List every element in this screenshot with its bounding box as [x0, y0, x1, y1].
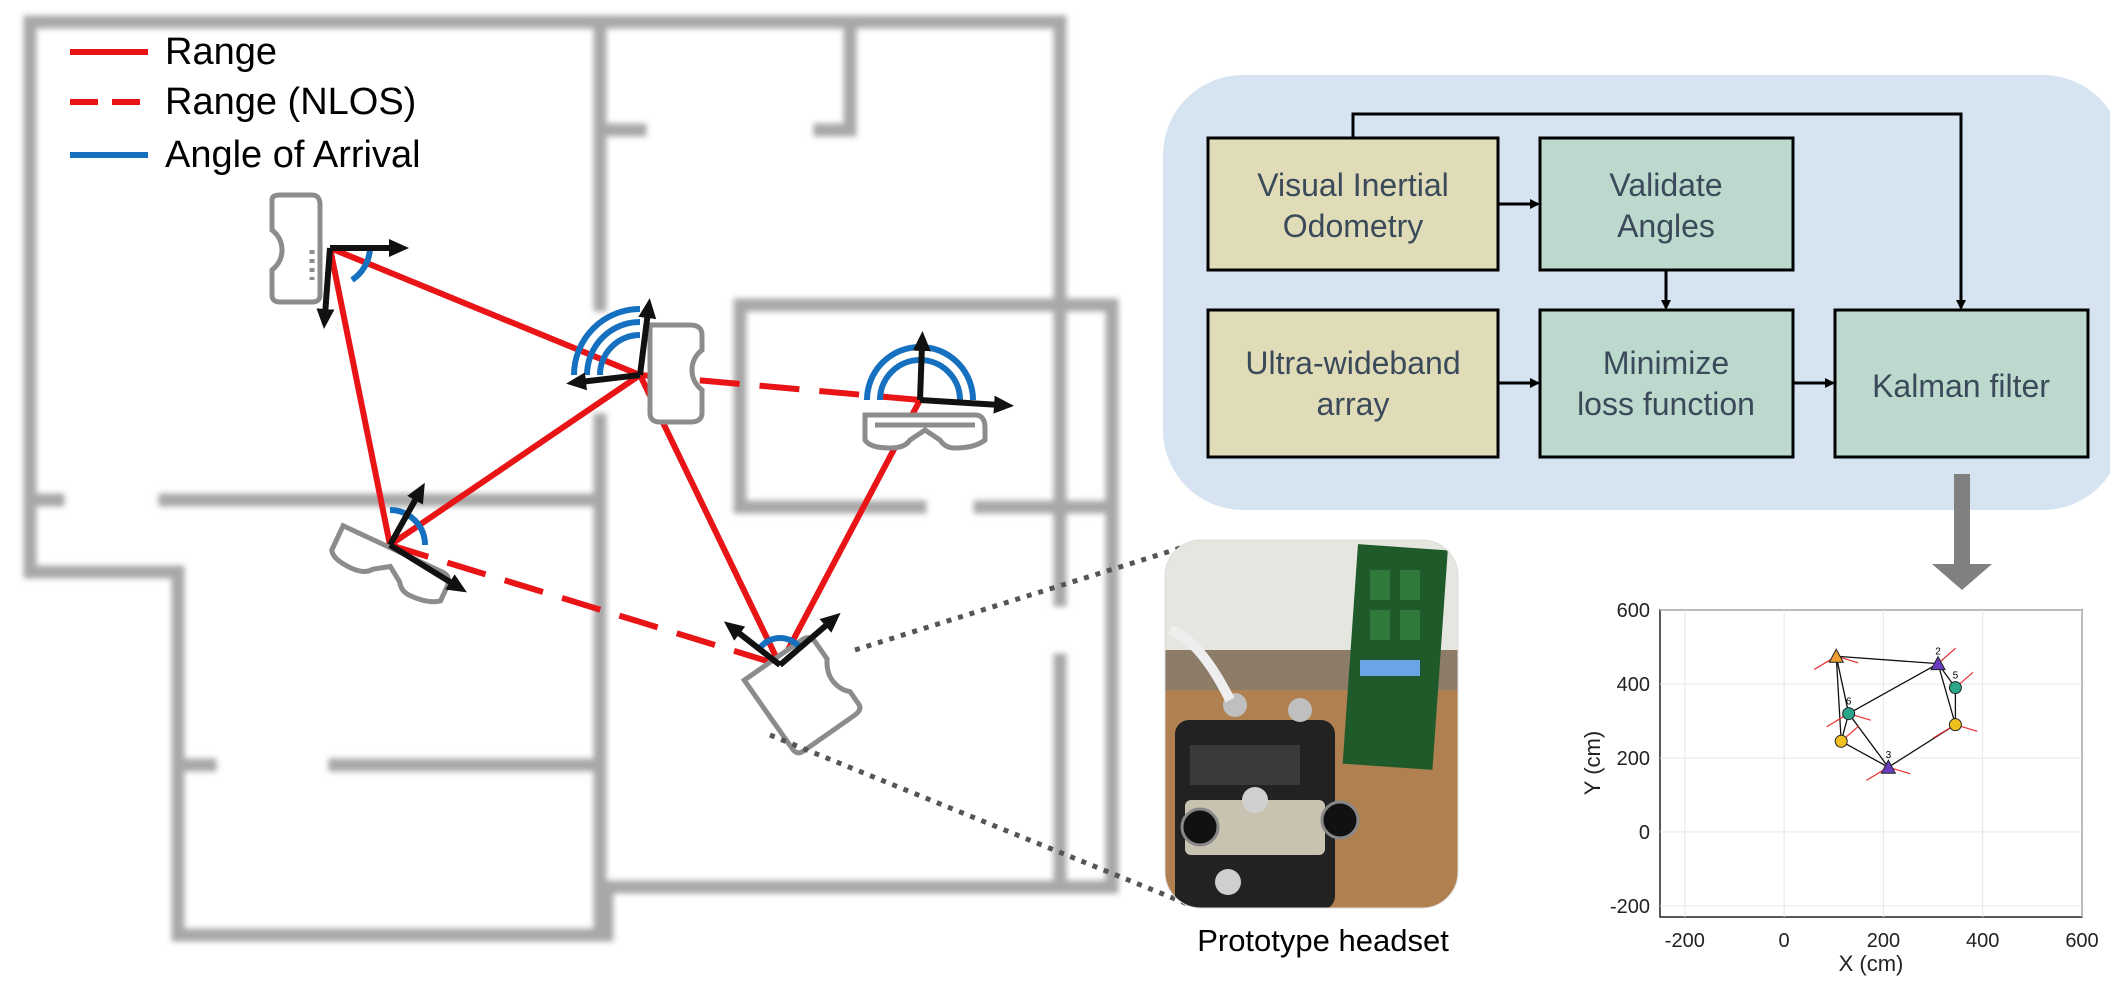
aoa-arcs	[350, 247, 976, 650]
plot-edge	[1937, 663, 1957, 725]
pipeline-arrows	[1351, 112, 1966, 388]
block-vio-line1: Visual Inertial	[1257, 167, 1449, 203]
block-vio-line2: Odometry	[1283, 208, 1423, 244]
x-tick-label: 200	[1867, 930, 1900, 952]
plot-node-anchor	[1930, 655, 1946, 671]
plot-node-headset	[1948, 681, 1962, 695]
x-tick-label: -200	[1665, 930, 1705, 952]
prototype-photo	[1165, 540, 1458, 908]
block-minimize-line2: loss function	[1577, 386, 1755, 422]
zoom-lines	[769, 542, 1191, 908]
x-tick-label: 400	[1966, 930, 1999, 952]
range-nlos-line	[639, 372, 921, 403]
block-validate	[1538, 136, 1795, 272]
floor-plan	[23, 15, 1119, 942]
block-minimize	[1538, 308, 1795, 459]
block-uwb-line2: array	[1317, 386, 1390, 422]
plot-edge	[1848, 663, 1939, 715]
block-uwb-line1: Ultra-wideband	[1245, 345, 1460, 381]
legend-aoa-label: Angle of Arrival	[165, 134, 421, 176]
x-tick-label: 600	[2065, 930, 2098, 952]
block-uwb	[1206, 308, 1500, 459]
plot-frame	[1659, 609, 2083, 918]
plot-nodes: 2 3 5 6	[1828, 647, 1962, 774]
plot-node-anchor	[1828, 648, 1845, 663]
pipeline-diagram: Visual Inertial Odometry Validate Angles…	[1163, 75, 2110, 510]
plot-node-headset	[1842, 707, 1856, 721]
legend-range-label: Range	[165, 31, 277, 73]
photo-frame	[1164, 539, 1459, 909]
legend: Range Range (NLOS) Angle of Arrival	[70, 31, 421, 176]
block-vio	[1206, 136, 1500, 272]
plot-node-headset	[1948, 718, 1962, 732]
headset-icon	[647, 322, 705, 425]
y-tick-label: 400	[1617, 674, 1650, 696]
plot-node-anchor	[1880, 759, 1897, 774]
range-line	[388, 372, 642, 548]
plot-edge	[1835, 656, 1842, 742]
plot-node-headset	[1834, 734, 1848, 748]
plot-node-label: 2	[1935, 647, 1941, 658]
plot-edge	[1848, 713, 1889, 768]
headset-icon	[269, 192, 323, 305]
block-kalman	[1833, 308, 2090, 459]
plot-xlabel: X (cm)	[1839, 951, 1904, 976]
block-validate-line1: Validate	[1609, 167, 1722, 203]
plot-node-label: 5	[1953, 671, 1959, 682]
range-nlos-line	[389, 542, 781, 668]
y-tick-label: 600	[1617, 600, 1650, 622]
y-tick-label: 0	[1639, 822, 1650, 844]
plot-edge	[1835, 656, 1850, 714]
plot-edge	[1836, 655, 1939, 665]
x-tick-label: 0	[1779, 930, 1790, 952]
y-tick-label: 200	[1617, 748, 1650, 770]
plot-ylabel: Y (cm)	[1580, 731, 1605, 795]
plot-node-label: 3	[1886, 750, 1892, 761]
photo-caption: Prototype headset	[1197, 923, 1449, 958]
block-kalman-label: Kalman filter	[1872, 368, 2050, 404]
headset-icon	[862, 412, 988, 451]
range-line	[327, 247, 393, 546]
y-tick-label: -200	[1610, 896, 1650, 918]
plot-edge	[1840, 740, 1889, 768]
down-arrow	[1932, 474, 1992, 590]
block-minimize-line1: Minimize	[1603, 345, 1729, 381]
position-plot: -200 0 200 400 600 -200 0 200 400 600 2 3 5 6 X (cm)…	[1580, 600, 2099, 976]
plot-ticks: -200 0 200 400 600 -200 0 200 400 600	[1610, 600, 2099, 952]
coordinate-axes	[316, 239, 1014, 668]
plot-node-label: 6	[1846, 697, 1852, 708]
headset-icon	[740, 635, 863, 756]
legend-nlos-label: Range (NLOS)	[165, 81, 416, 123]
block-validate-line2: Angles	[1617, 208, 1715, 244]
